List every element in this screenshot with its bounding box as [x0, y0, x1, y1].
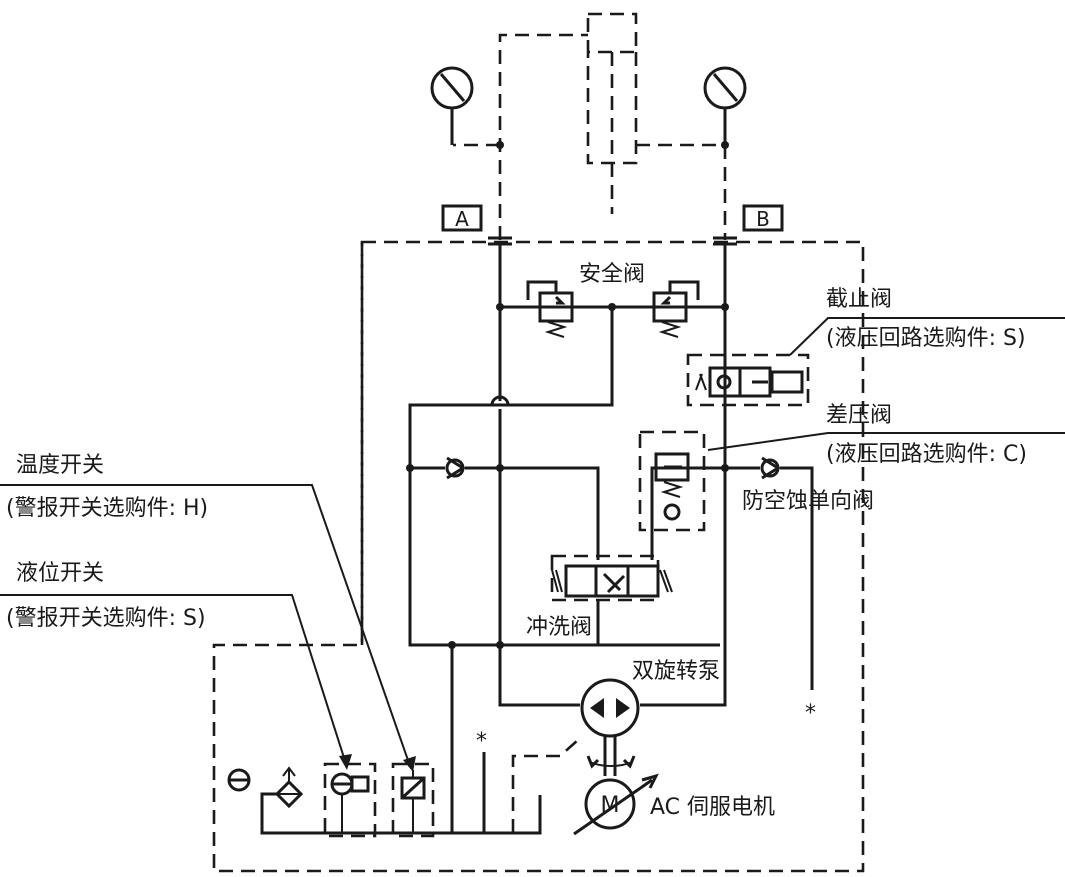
- level-switch-label: 液位开关: [16, 561, 104, 586]
- motor-label: AC 伺服电机: [650, 795, 775, 820]
- pressure-gauge-a-icon: [430, 66, 474, 145]
- diff-valve-label: 差压阀: [826, 403, 892, 428]
- diff-pressure-valve-icon: [638, 430, 706, 532]
- pump-label: 双旋转泵: [632, 659, 720, 684]
- relief-valve-a-icon: [526, 280, 574, 338]
- level-switch-option: (警报开关选购件: S): [6, 606, 206, 631]
- breather-icon: [227, 768, 251, 792]
- port-a-label: A: [455, 207, 469, 231]
- stop-valve-icon: [686, 353, 810, 407]
- temp-switch-leader: [0, 484, 411, 767]
- unit-outline: [212, 240, 865, 873]
- relief-valve-label: 安全阀: [579, 262, 645, 287]
- pressure-gauge-b-icon: [703, 66, 747, 145]
- diff-valve-option: (液压回路选购件: C): [826, 442, 1027, 467]
- actuator-cylinder: [453, 12, 727, 240]
- check-valve-right-icon: [760, 456, 781, 480]
- port-b-label: B: [756, 207, 770, 231]
- port-a-box: A: [441, 204, 483, 232]
- filter-icon: [260, 766, 452, 835]
- diff-valve-leader: [707, 432, 1065, 451]
- stop-valve-leader: [789, 317, 1065, 356]
- stop-valve-label: 截止阀: [826, 287, 892, 312]
- temp-switch-option: (警报开关选购件: H): [6, 496, 208, 521]
- level-switch-icon: [323, 762, 377, 838]
- flush-valve-icon: [550, 554, 673, 602]
- port-b-box: B: [742, 204, 784, 232]
- level-switch-leader: [0, 594, 347, 765]
- asterisk-mark: *: [476, 729, 487, 754]
- asterisk-mark: *: [805, 701, 816, 726]
- flush-valve-label: 冲洗阀: [526, 615, 592, 640]
- hydraulic-lines: [408, 244, 814, 835]
- motor-icon: M: [573, 773, 659, 836]
- temp-switch-label: 温度开关: [16, 453, 104, 478]
- temp-switch-icon: [391, 762, 435, 838]
- pump-icon: [580, 678, 640, 738]
- relief-valve-b-icon: [652, 280, 700, 338]
- check-valve-left-icon: [445, 456, 466, 480]
- stop-valve-option: (液压回路选购件: S): [826, 326, 1026, 351]
- check-valve-label: 防空蚀单向阀: [742, 489, 874, 514]
